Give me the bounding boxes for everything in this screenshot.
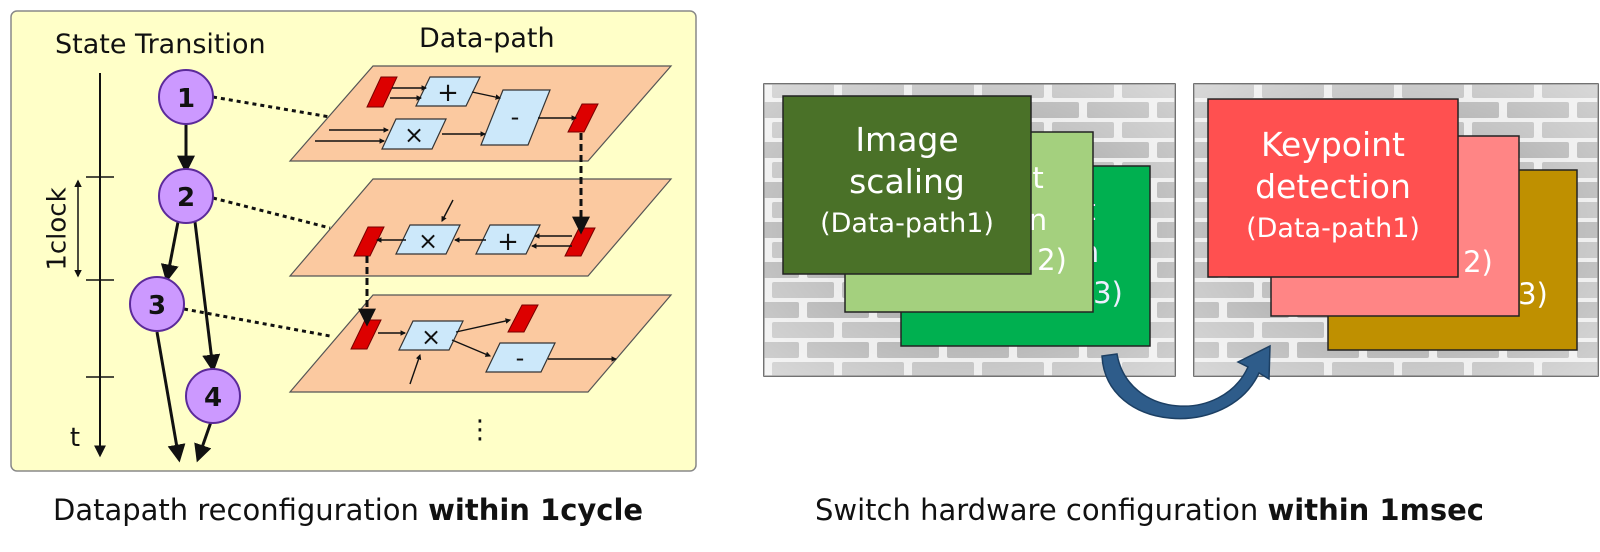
op-minus-label: -: [516, 344, 525, 372]
left-caption-normal: Datapath reconfiguration: [53, 493, 428, 527]
op-times-label: ×: [418, 227, 438, 255]
datapath-panel: State Transition Data-path 1clock t 1 2: [10, 10, 697, 472]
card-subtitle: (Data-path1): [820, 208, 994, 239]
state-transition-heading: State Transition: [55, 29, 266, 60]
card-fragment: 3): [1093, 276, 1123, 310]
plane-wires: [375, 199, 572, 249]
op-minus-label: -: [511, 103, 520, 131]
card-fragment: t: [1032, 161, 1043, 195]
op-box: [381, 118, 447, 150]
plane-wires: [315, 85, 578, 144]
state-link: [212, 95, 331, 119]
state-node-4: 4: [185, 368, 241, 424]
transition-edge: [193, 221, 221, 373]
time-label: t: [70, 423, 80, 453]
plane: [288, 294, 673, 393]
op-box: [475, 224, 541, 255]
datapath-plane-2: × +: [288, 178, 673, 277]
state-label: 3: [148, 291, 166, 321]
register: [507, 304, 539, 333]
transition-edge: [160, 221, 180, 283]
left-caption: Datapath reconfiguration within 1cycle: [53, 493, 643, 527]
op-box: [480, 89, 551, 146]
card-fragment: 3): [1518, 277, 1548, 311]
register: [353, 226, 385, 257]
op-plus-label: +: [497, 227, 519, 257]
state-node-1: 1: [158, 69, 214, 125]
op-times-label: ×: [404, 121, 424, 149]
more-planes-ellipsis: ⋮: [467, 415, 493, 445]
card-fragment: 2): [1463, 245, 1493, 279]
card-fragment: n: [1029, 203, 1047, 237]
card-fragment: 2): [1037, 243, 1067, 277]
state-label: 2: [177, 183, 195, 213]
datapath-plane-3: × -: [288, 294, 673, 393]
datapath-heading: Data-path: [419, 23, 555, 54]
state-label: 1: [177, 84, 195, 114]
right-caption-normal: Switch hardware configuration: [815, 493, 1268, 527]
register: [567, 103, 599, 133]
card-subtitle: (Data-path1): [1246, 213, 1420, 244]
state-node-2: 2: [158, 168, 214, 224]
op-box: [398, 320, 464, 351]
state-node-3: 3: [129, 276, 185, 332]
card-title-line1: Keypoint: [1261, 125, 1405, 164]
register: [366, 76, 398, 108]
clock-label: 1clock: [43, 187, 73, 270]
hardware-config-box-2: 3) 2) Keypoint detection (Data-path1): [1193, 83, 1599, 377]
transition-edge: [155, 331, 186, 463]
right-caption: Switch hardware configuration within 1ms…: [815, 493, 1484, 527]
op-box: [395, 224, 461, 255]
card-title-line1: Image: [855, 120, 958, 159]
card-title-line2: scaling: [849, 162, 965, 201]
left-caption-bold: within 1cycle: [428, 493, 643, 527]
plane-wires: [378, 318, 618, 385]
right-caption-bold: within 1msec: [1268, 493, 1484, 527]
datapath1-card: [782, 95, 1032, 275]
transition-edge: [194, 418, 214, 463]
datapath1-card: [1207, 98, 1459, 278]
card-title-line2: detection: [1255, 167, 1411, 206]
switch-arrow: [1101, 344, 1271, 420]
op-times-label: ×: [421, 323, 441, 351]
op-plus-label: +: [437, 78, 459, 108]
state-link: [183, 307, 331, 338]
state-label: 4: [204, 383, 222, 413]
hardware-config-box-1: t n 3) t n 2) Image scaling (Data-path1): [763, 83, 1176, 377]
datapath-plane-1: + × -: [288, 65, 673, 162]
op-box: [485, 342, 556, 373]
